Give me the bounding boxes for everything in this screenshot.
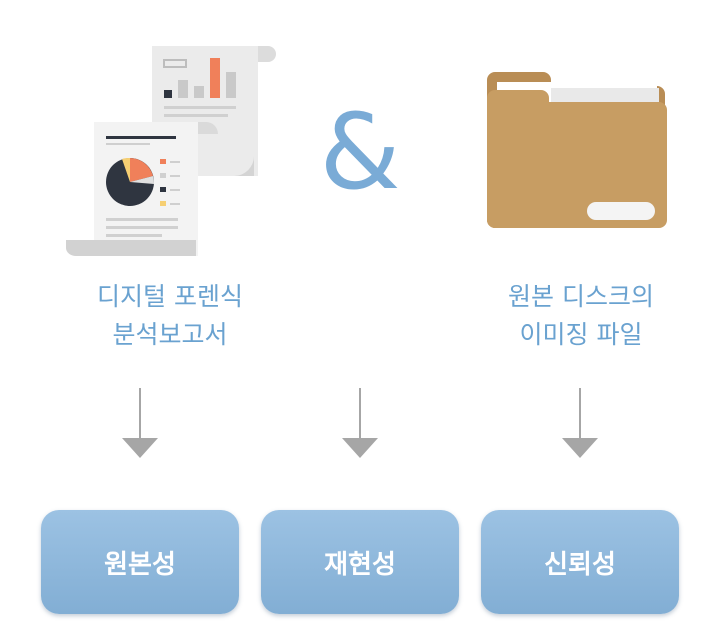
report-caption: 디지털 포렌식 분석보고서 — [60, 278, 280, 354]
image-file-caption-line2: 이미징 파일 — [519, 320, 643, 349]
originality-label: 원본성 — [104, 549, 176, 580]
report-caption-line2: 분석보고서 — [112, 320, 228, 349]
down-arrow-icon — [562, 388, 598, 458]
down-arrow-icon — [342, 388, 378, 458]
image-file-caption-line1: 원본 디스크의 — [508, 282, 654, 311]
ampersand-symbol: & — [319, 91, 401, 213]
reproducibility-label: 재현성 — [324, 549, 396, 580]
report-caption-line1: 디지털 포렌식 — [97, 282, 243, 311]
image-file-caption: 원본 디스크의 이미징 파일 — [468, 278, 694, 354]
reliability-label: 신뢰성 — [544, 549, 616, 580]
folder-icon — [487, 72, 667, 228]
reliability-box: 신뢰성 — [481, 510, 679, 614]
originality-box: 원본성 — [41, 510, 239, 614]
reproducibility-box: 재현성 — [261, 510, 459, 614]
report-icon — [66, 46, 276, 256]
front-report-page — [66, 122, 218, 256]
down-arrow-icon — [122, 388, 158, 458]
